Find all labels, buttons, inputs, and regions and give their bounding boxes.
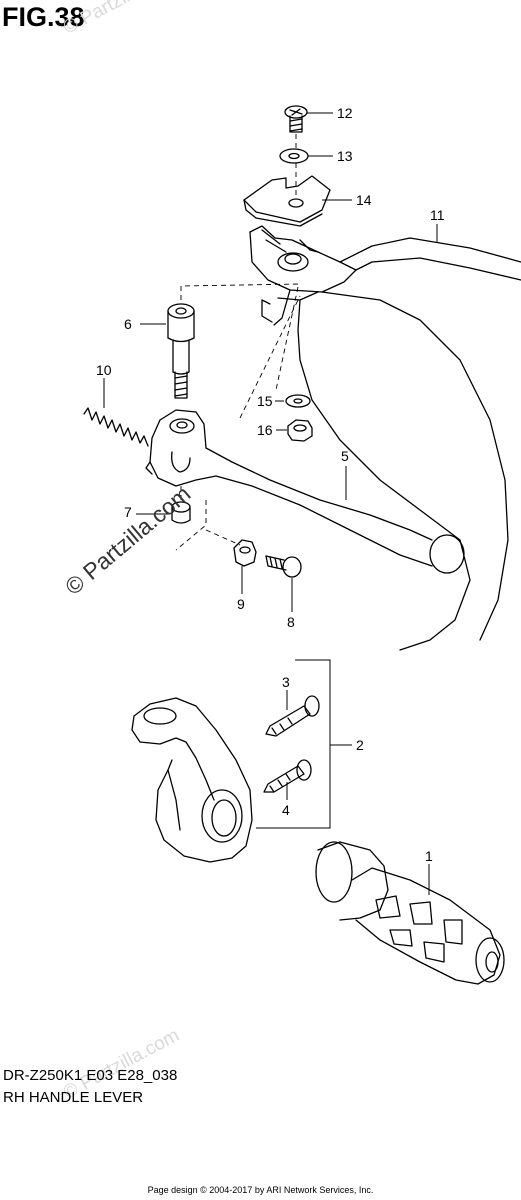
spring-part	[83, 407, 149, 447]
callout-4: 4	[282, 802, 290, 818]
figure-label: FIG.38	[2, 2, 85, 32]
collar-part	[171, 501, 191, 524]
callout-14: 14	[356, 192, 372, 208]
lever-bracket-part	[249, 225, 521, 651]
screw-part	[284, 105, 308, 133]
callout-12: 12	[337, 105, 353, 121]
pivot-bolt-part	[167, 303, 195, 399]
washer-part	[279, 148, 309, 164]
callout-13: 13	[337, 148, 353, 164]
lever-nut-part	[233, 539, 257, 567]
callout-1: 1	[425, 848, 433, 864]
diagram-caption: RH HANDLE LEVER	[3, 1089, 144, 1106]
callout-3: 3	[282, 674, 290, 690]
lever-screw-part	[265, 555, 302, 578]
callout-15: 15	[257, 393, 273, 409]
bracket-2	[256, 659, 331, 829]
clamp-plate-part	[243, 175, 331, 227]
callout-10: 10	[96, 362, 112, 378]
callout-6: 6	[124, 316, 132, 332]
callout-16: 16	[257, 422, 273, 438]
housing-screw-upper-part	[265, 695, 320, 737]
callout-9: 9	[237, 596, 245, 612]
callout-2: 2	[356, 737, 364, 753]
housing-screw-lower-part	[263, 759, 312, 793]
callout-5: 5	[341, 448, 349, 464]
throttle-housing-part	[131, 697, 253, 863]
nut-part	[287, 419, 313, 442]
handle-grip-part	[315, 841, 505, 985]
footer-copyright: Page design © 2004-2017 by ARI Network S…	[147, 1185, 374, 1195]
hand-lever-part	[145, 409, 465, 574]
callout-11: 11	[430, 207, 445, 223]
callout-7: 7	[124, 504, 132, 520]
washer-small-part	[285, 394, 311, 408]
model-code: DR-Z250K1 E03 E28_038	[3, 1067, 178, 1084]
callout-8: 8	[287, 614, 295, 630]
